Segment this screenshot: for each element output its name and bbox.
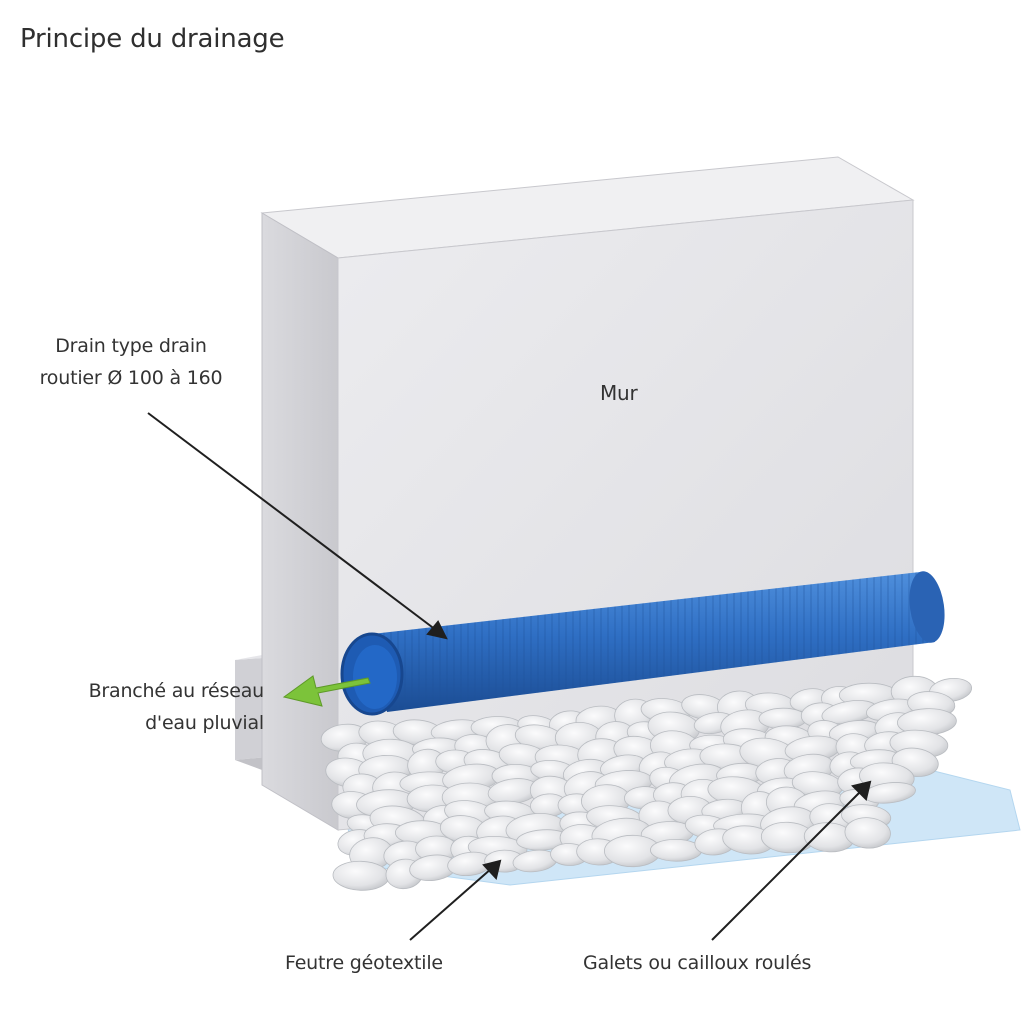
drain-leader-line (147, 412, 437, 631)
leader-lines (147, 412, 872, 941)
drain-pipe-end (909, 571, 945, 643)
pebbles-label: Galets ou cailloux roulés (583, 952, 812, 974)
branch-label-line2: d'eau pluvial (145, 712, 264, 734)
pebbles-arrow-head (851, 780, 872, 801)
drain-arrow-head (426, 620, 448, 640)
pebble (650, 838, 702, 862)
pebbles-leader-line (711, 789, 863, 941)
felt-leader-line (409, 867, 493, 941)
pebble-bed (320, 675, 973, 891)
drain-label-line1: Drain type drain (55, 335, 207, 357)
page-title: Principe du drainage (20, 24, 285, 54)
drain-pipe (340, 571, 945, 716)
branch-label: Branché au réseau d'eau pluvial (38, 675, 265, 739)
branch-label-line1: Branché au réseau (88, 680, 265, 702)
drain-label-line2: routier Ø 100 à 160 (39, 367, 223, 389)
felt-label: Feutre géotextile (285, 952, 443, 974)
flow-arrow (282, 675, 371, 707)
pebble (844, 817, 891, 849)
drain-label: Drain type drain routier Ø 100 à 160 (0, 330, 262, 394)
felt-arrow-head (482, 859, 502, 881)
wall-label: Mur (600, 381, 638, 405)
